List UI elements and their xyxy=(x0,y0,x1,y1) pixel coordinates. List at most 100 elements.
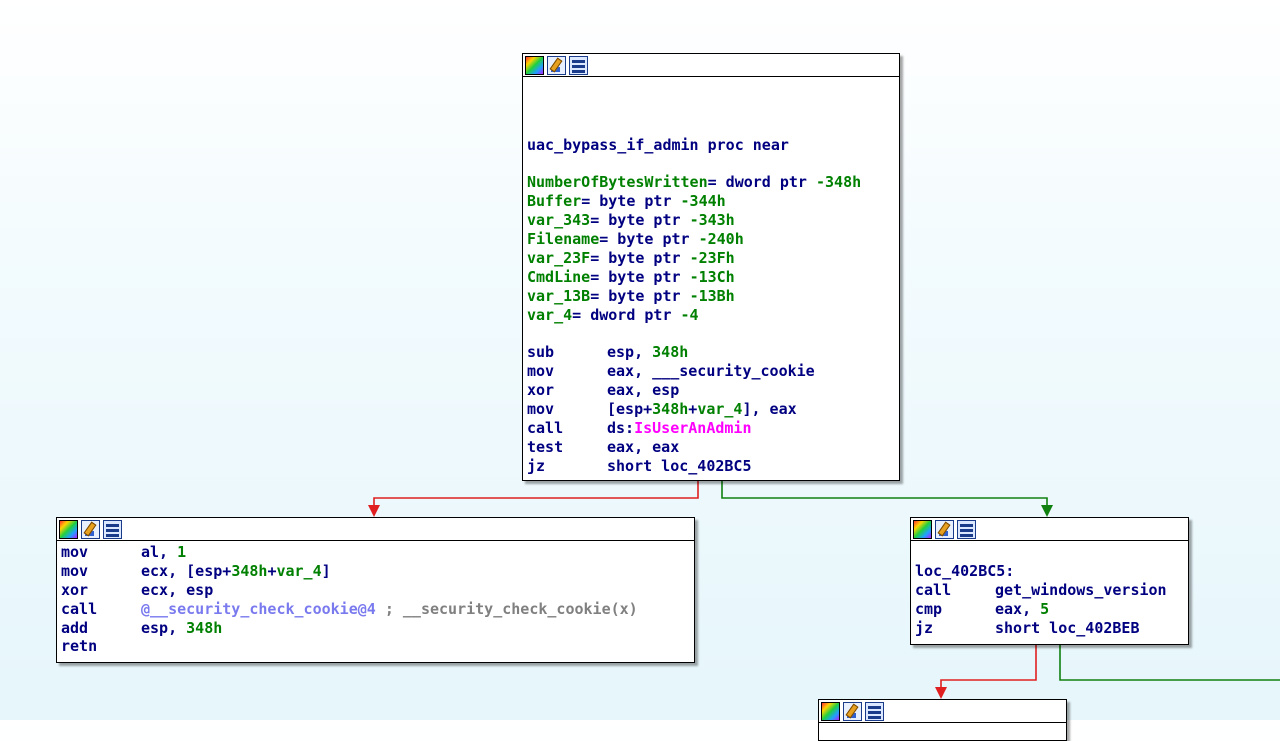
graph-edges xyxy=(368,480,1280,699)
variable-offset: -348h xyxy=(816,173,862,192)
color-palette-icon[interactable] xyxy=(525,55,544,75)
variable-offset: -13Bh xyxy=(689,286,735,305)
variable-name: var_13B xyxy=(527,286,591,305)
stack-variable-decl: CmdLine= byte ptr -13Ch xyxy=(527,268,895,287)
stack-variable-decl: var_343= byte ptr -343h xyxy=(527,211,895,230)
immediate-value: 348h xyxy=(186,618,223,637)
code-block-next[interactable] xyxy=(818,699,1067,741)
graph-edit-icon[interactable] xyxy=(81,519,100,539)
library-function: @__security_check_cookie@4 xyxy=(141,599,376,618)
variable-offset: -13Ch xyxy=(689,267,735,286)
block-header xyxy=(57,518,694,541)
stack-variable: var_4 xyxy=(276,561,322,580)
variable-name: var_4 xyxy=(527,305,573,324)
node-list-icon[interactable] xyxy=(569,55,588,75)
proc-declaration: uac_bypass_if_admin proc near xyxy=(527,135,789,154)
operand: + xyxy=(688,400,698,419)
node-list-icon[interactable] xyxy=(103,519,122,539)
mnemonic: sub xyxy=(527,343,555,362)
block-header xyxy=(911,518,1188,541)
mnemonic: call xyxy=(915,580,952,599)
instruction-line: jz short loc_402BEB xyxy=(915,619,1184,638)
block-body: uac_bypass_if_admin proc near NumberOfBy… xyxy=(523,77,899,478)
stack-variable-decl: var_4= dword ptr -4 xyxy=(527,306,895,325)
block-header xyxy=(523,54,899,77)
operand: short loc_402BEB xyxy=(995,618,1140,637)
operand: eax, eax xyxy=(607,437,680,456)
color-palette-icon[interactable] xyxy=(913,519,932,539)
operand: eax, ___security_cookie xyxy=(607,362,815,381)
operand: ecx, [esp+ xyxy=(141,561,232,580)
operand: esp, xyxy=(141,618,187,637)
operand: short loc_402BC5 xyxy=(607,456,752,475)
immediate-value: 348h xyxy=(231,561,268,580)
operand: get_windows_version xyxy=(995,580,1167,599)
operand: ], eax xyxy=(742,400,797,419)
variable-type: = byte ptr xyxy=(590,211,690,230)
mnemonic: mov xyxy=(61,561,89,580)
instruction-line: mov ecx, [esp+348h+var_4] xyxy=(61,562,690,581)
operand: [esp+ xyxy=(607,400,653,419)
variable-type: = byte ptr xyxy=(590,286,690,305)
variable-type: = byte ptr xyxy=(590,267,690,286)
instruction-line: test eax, eax xyxy=(527,438,895,457)
stack-variable-decl: Filename= byte ptr -240h xyxy=(527,230,895,249)
mnemonic: xor xyxy=(527,381,555,400)
operand: + xyxy=(267,561,277,580)
color-palette-icon[interactable] xyxy=(59,519,78,539)
immediate-value: 348h xyxy=(652,343,689,362)
variable-name: NumberOfBytesWritten xyxy=(527,173,708,192)
immediate-value: 1 xyxy=(177,543,187,561)
instruction-line: mov eax, ___security_cookie xyxy=(527,362,895,381)
mnemonic: test xyxy=(527,437,564,456)
edge-arrow-bottom xyxy=(935,687,947,699)
instruction-line: mov[esp+348h+var_4], eax xyxy=(527,400,895,419)
edge-true-main-to-left xyxy=(373,480,699,512)
variable-name: var_23F xyxy=(527,249,591,268)
instruction-line: call@__security_check_cookie@4 ; __secur… xyxy=(61,600,690,619)
node-list-icon[interactable] xyxy=(865,701,884,721)
mnemonic: jz xyxy=(915,618,934,637)
code-block-uac-bypass-if-admin[interactable]: uac_bypass_if_admin proc near NumberOfBy… xyxy=(522,53,900,481)
variable-type: = byte ptr xyxy=(590,249,690,268)
mnemonic: mov xyxy=(527,400,555,419)
mnemonic: jz xyxy=(527,456,546,475)
stack-variable-decl: var_23F= byte ptr -23Fh xyxy=(527,249,895,268)
mnemonic: xor xyxy=(61,580,89,599)
stack-variable-decl: NumberOfBytesWritten= dword ptr -348h xyxy=(527,173,895,192)
mnemonic: call xyxy=(61,599,98,618)
operand: eax, esp xyxy=(607,381,680,400)
variable-type: = dword ptr xyxy=(572,305,681,324)
immediate-value: 5 xyxy=(1040,599,1050,618)
edge-true-right-to-bottom xyxy=(940,644,1037,694)
mnemonic: cmp xyxy=(915,599,943,618)
operand: ds: xyxy=(607,419,635,438)
variable-type: = byte ptr xyxy=(581,192,681,211)
operand: al, xyxy=(141,543,178,561)
graph-edit-icon[interactable] xyxy=(935,519,954,539)
mnemonic: mov xyxy=(527,362,555,381)
stack-variable: var_4 xyxy=(697,400,743,419)
node-list-icon[interactable] xyxy=(957,519,976,539)
instruction-line: retn xyxy=(61,637,690,656)
variable-name: CmdLine xyxy=(527,267,591,286)
instruction-line: jz short loc_402BC5 xyxy=(527,457,895,476)
graph-edit-icon[interactable] xyxy=(547,55,566,75)
mnemonic: add xyxy=(61,618,89,637)
graph-edit-icon[interactable] xyxy=(843,701,862,721)
variable-offset: -4 xyxy=(680,305,699,324)
variable-name: Buffer xyxy=(527,192,582,211)
variable-offset: -343h xyxy=(689,211,735,230)
variable-type: = dword ptr xyxy=(707,173,816,192)
edge-false-right-offscreen xyxy=(1059,644,1280,681)
stack-variable-decl: Buffer= byte ptr -344h xyxy=(527,192,895,211)
color-palette-icon[interactable] xyxy=(821,701,840,721)
operand: ] xyxy=(321,561,331,580)
